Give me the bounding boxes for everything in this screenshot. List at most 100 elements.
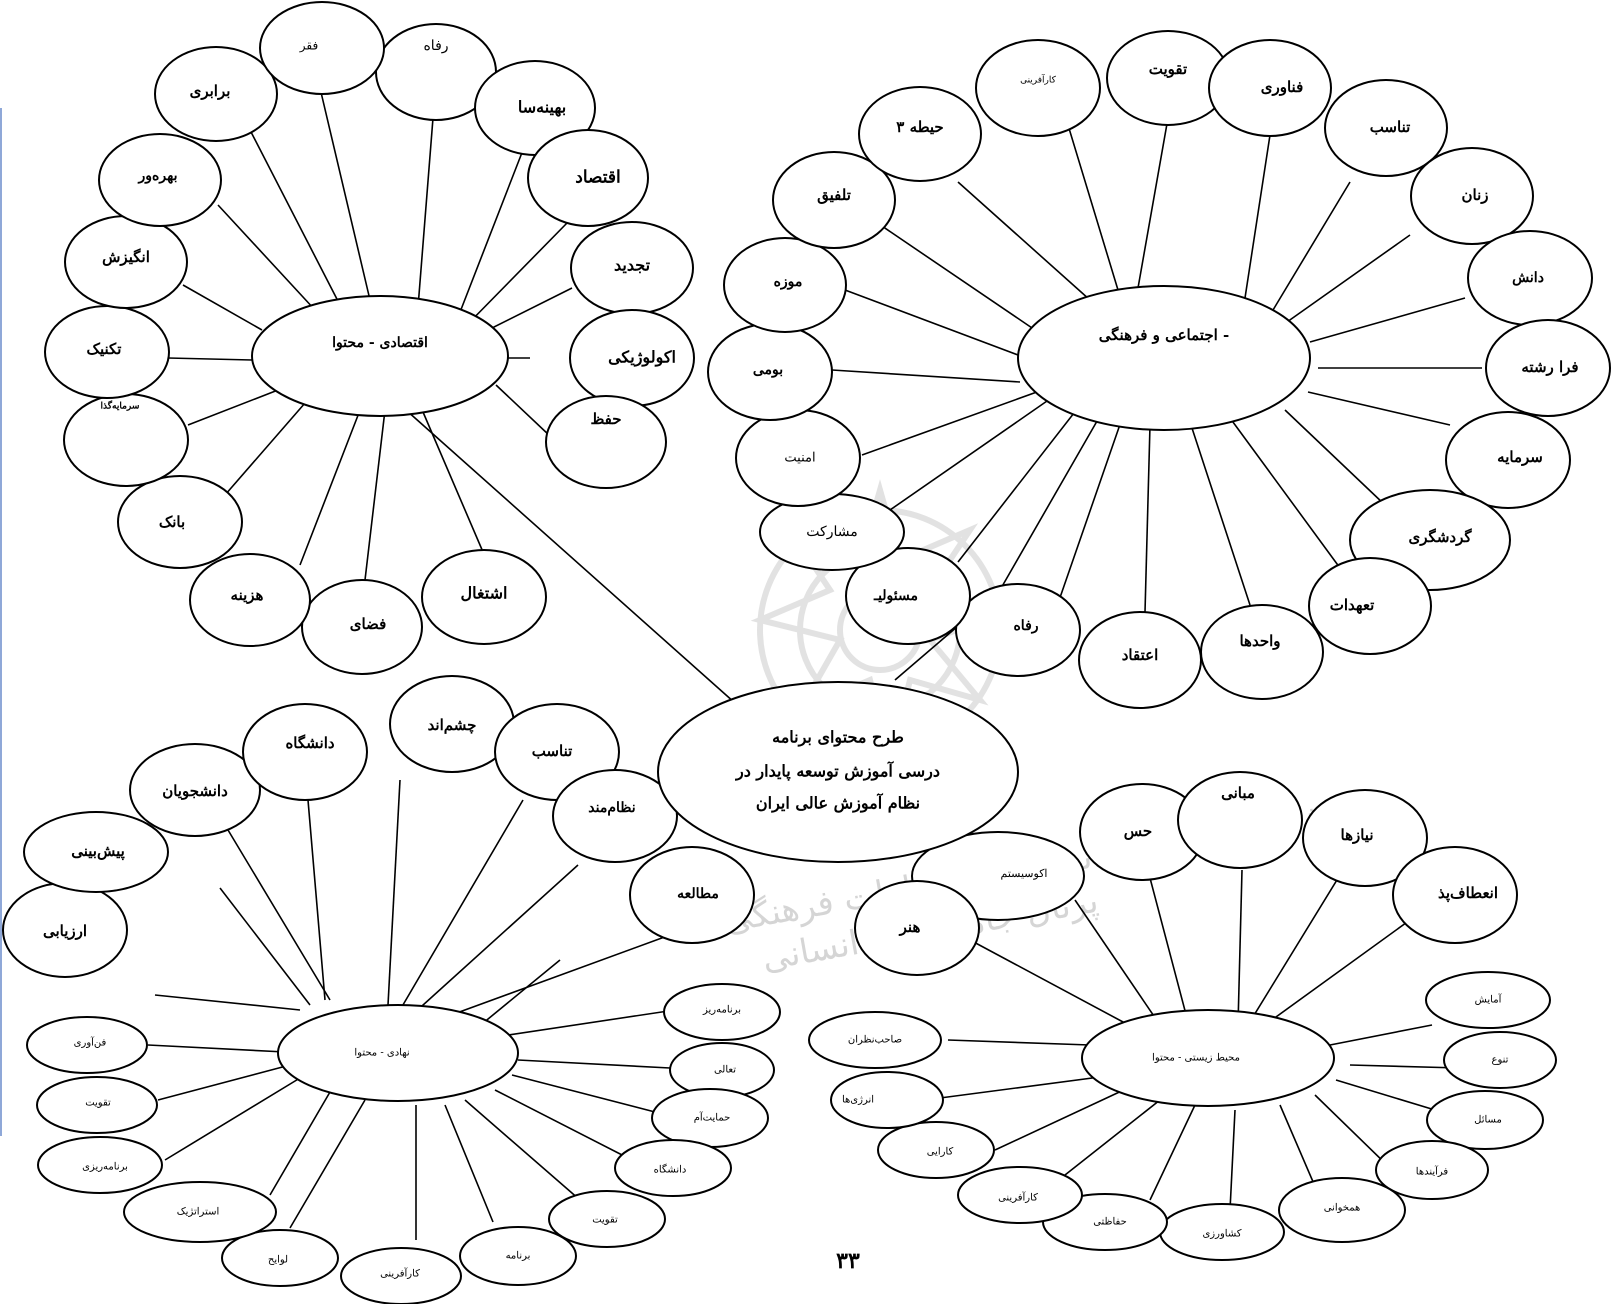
node-environment-15-label: هنر [899,918,921,936]
node-social-19 [858,86,982,182]
connector-line [1144,424,1151,613]
node-environment-11 [957,1166,1083,1224]
hub-economic [251,295,509,417]
node-institutional-8-label: دانشگاه [654,1164,687,1176]
connector-line [957,181,1091,301]
connector-line [1189,421,1251,606]
node-environment-1 [1177,771,1303,869]
connector-line [217,204,316,311]
node-institutional-12-label: لوایح [268,1255,288,1266]
node-institutional-12 [221,1229,339,1287]
node-economic-8 [301,579,423,675]
node-institutional-19-label: دانشجویان [162,782,228,800]
node-institutional-9 [548,1190,666,1248]
connector-line [1269,181,1351,316]
node-environment-4 [1425,971,1551,1029]
node-institutional-10-label: برنامه [506,1251,531,1262]
connector-line [399,799,524,1011]
node-social-17 [723,237,847,333]
node-environment-13 [830,1071,944,1129]
node-economic-16-label: فقر [299,39,318,53]
connector-line [1149,877,1189,1023]
node-institutional-15 [36,1076,158,1134]
connector-line [999,401,1109,591]
node-economic-3 [527,129,649,227]
connector-line [1149,1104,1196,1201]
connector-line [957,394,1089,563]
node-economic-1-label: رفاه [423,38,448,54]
node-institutional-3-label: نظام‌مند [588,800,635,816]
node-social-15-label: امنیت [784,451,815,466]
node-social-16-label: بومی [753,362,783,378]
node-environment-6 [1426,1090,1544,1150]
node-institutional-19 [129,743,261,837]
node-environment-8-label: همخوانی [1324,1203,1361,1214]
node-institutional-17-label: ارزیابی [43,922,87,940]
node-environment-8 [1278,1177,1406,1243]
node-institutional-5 [663,983,781,1041]
node-social-6 [1485,319,1611,417]
connector-line [1314,1094,1391,1169]
node-institutional-9-label: تقویت [592,1215,618,1226]
connector-line [875,221,1036,331]
central-topic-ellipse [657,681,1019,863]
connector-line [167,357,253,361]
connector-line [411,864,579,1016]
node-social-14-label: مشارکت [806,524,857,540]
node-social-17-label: موزه [774,274,803,290]
connector-line [1074,899,1161,1026]
node-environment-2-label: نیازها [1341,826,1374,844]
node-social-6-label: فرا رشته [1521,358,1578,376]
connector-line [517,1059,671,1069]
central-topic: طرح محتوای برنامه درسی آموزش توسعه پایدا… [657,681,1019,863]
node-economic-10-label: بانک [159,513,185,531]
connector-line [154,994,301,1011]
node-institutional-14 [37,1136,163,1194]
node-environment-12 [877,1121,995,1179]
node-institutional-13 [123,1181,277,1243]
connector-line [861,387,1049,456]
node-institutional-20 [242,703,368,801]
connector-line [319,87,371,301]
node-environment-12-label: کارایی [927,1147,954,1158]
connector-line [387,779,401,1006]
connector-line [219,887,311,1006]
node-social-3-label: تناسب [1370,118,1411,136]
node-institutional-13-label: استراتژیک [177,1207,220,1218]
node-institutional-15-label: تقویت [85,1098,111,1109]
connector-center-economic [405,409,736,704]
connector-line [269,1091,331,1196]
connector-line [444,1104,494,1223]
node-environment-3-label: انعطاف‌پذ [1438,884,1498,903]
connector-line [464,1099,581,1201]
connector-line [939,1074,1116,1099]
node-social-11 [1078,611,1202,709]
node-environment-15 [854,880,980,976]
node-social-13 [845,547,971,645]
node-institutional-16 [26,1016,148,1074]
node-institutional-5-label: برنامه‌ریز [702,1005,741,1016]
connector-line [1335,1079,1436,1111]
cluster-institutional: چشم‌اند تناسب نظام‌مند مطالعه برنامه‌ریز… [2,675,781,1304]
connector-line [187,389,279,426]
node-environment-1-label: مبانی [1221,784,1255,802]
connector-line [1064,1099,1161,1176]
node-social-3 [1324,79,1448,177]
node-social-7 [1445,411,1571,509]
node-institutional-6-label: تعالی [714,1065,736,1076]
node-economic-12-label: تکنیک [87,340,122,358]
node-institutional-18-label: پیش‌بینی [71,842,125,861]
cluster-social: تقویت فناوری تناسب زنان دانش فرا رشته سر… [707,30,1611,709]
cluster-economic: رفاه بهینه‌سا اقتصاد تجدید اکولوژیکی حفظ… [44,1,695,675]
node-institutional-7-label: حمایت‌آم [694,1111,731,1124]
node-economic-15 [154,46,278,142]
connector-line [147,1044,286,1053]
connector-line [157,1064,291,1101]
node-social-4 [1410,147,1534,245]
node-institutional-3 [552,769,678,863]
node-institutional-8 [614,1139,732,1197]
hub-institutional [277,1004,519,1102]
node-institutional-11-label: کارآفرینی [380,1267,420,1280]
connector-line [1067,124,1119,291]
